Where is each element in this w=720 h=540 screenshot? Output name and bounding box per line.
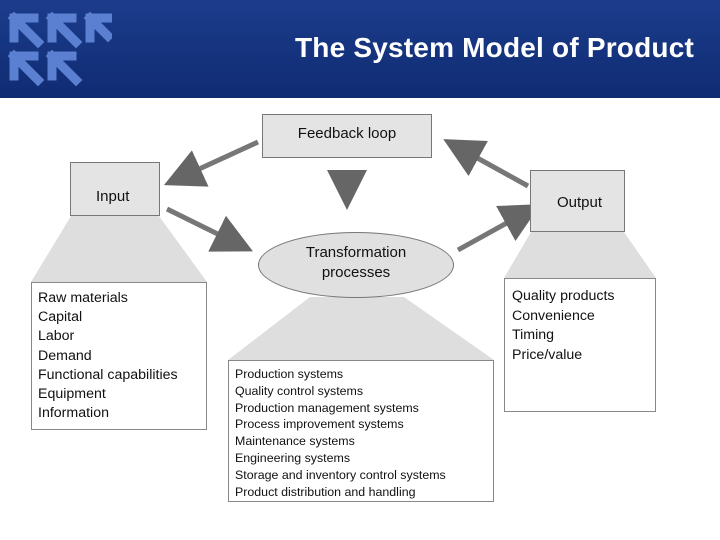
list-item: Labor — [38, 328, 75, 345]
arrow-input-to-transform — [165, 206, 253, 252]
feedback-loop-box: Feedback loop — [262, 114, 432, 158]
feedback-loop-label: Feedback loop — [297, 125, 397, 142]
list-item: Process improvement systems — [235, 417, 404, 432]
input-projection — [31, 216, 207, 282]
arrow-transform-to-output — [456, 204, 541, 253]
output-box: Output — [530, 170, 625, 232]
input-items-list: Raw materials Capital Labor Demand Funct… — [31, 282, 207, 430]
transform-projection — [228, 297, 494, 360]
transformation-label-line2: processes — [321, 264, 391, 281]
list-item: Quality products — [512, 288, 615, 304]
list-item: Production systems — [235, 367, 344, 381]
transformation-ellipse: Transformation processes — [258, 232, 454, 298]
list-item: Engineering systems — [235, 450, 351, 465]
header-bar: The System Model of Product — [0, 0, 720, 98]
list-item: Functional capabilities — [38, 366, 178, 383]
transformation-items-list: Production systems Quality control syste… — [228, 360, 494, 502]
list-item: Quality control systems — [235, 383, 364, 398]
list-item: Maintenance systems — [235, 434, 355, 449]
arrow-output-to-feedback — [443, 139, 530, 189]
output-label: Output — [557, 194, 603, 211]
logo-arrows-icon — [7, 11, 112, 87]
input-box: Input — [70, 162, 160, 216]
list-item: Raw materials — [38, 290, 128, 306]
list-item: Production management systems — [235, 400, 419, 415]
list-item: Capital — [38, 309, 83, 326]
output-projection — [504, 232, 656, 278]
list-item: Demand — [38, 347, 92, 364]
list-item: Information — [38, 405, 109, 422]
list-item: Timing — [512, 327, 555, 343]
list-item: Storage and inventory control systems — [235, 467, 446, 482]
list-item: Price/value — [512, 346, 583, 363]
input-label: Input — [96, 188, 130, 205]
arrow-feedback-to-input — [163, 139, 260, 187]
page-title: The System Model of Product — [295, 32, 694, 63]
output-items-list: Quality products Convenience Timing Pric… — [504, 278, 656, 412]
list-item: Product distribution and handling — [235, 484, 416, 499]
list-item: Convenience — [512, 307, 595, 324]
list-item: Equipment — [38, 386, 106, 403]
transformation-label-line1: Transformation — [305, 244, 407, 261]
